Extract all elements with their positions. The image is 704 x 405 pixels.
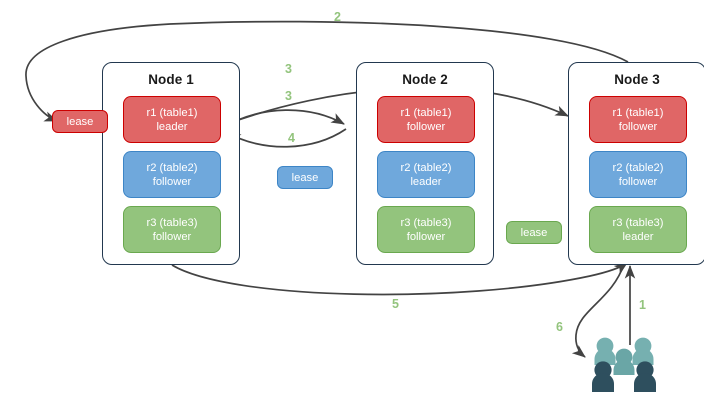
step-label-4: 4 — [288, 131, 295, 145]
lease-badge-table3[interactable]: lease — [506, 221, 562, 244]
users-icon-back-row — [594, 337, 654, 365]
step-label-3a: 3 — [285, 62, 292, 76]
arrow-step-2 — [25, 20, 629, 122]
arrow-step-6 — [571, 263, 625, 358]
step-label-1: 1 — [639, 298, 646, 312]
step-label-2: 2 — [334, 10, 341, 24]
step-label-6: 6 — [556, 320, 563, 334]
node-card-node-1[interactable]: Node 1 r1 (table1) leader r2 (table2) fo… — [102, 62, 240, 265]
step-label-5: 5 — [392, 297, 399, 311]
node-title: Node 2 — [402, 72, 448, 87]
node-title: Node 3 — [614, 72, 660, 87]
node-title: Node 1 — [148, 72, 194, 87]
arrow-step-5 — [171, 262, 628, 296]
step-label-3b: 3 — [285, 89, 292, 103]
users-icon-center-figure — [613, 348, 635, 375]
users-icon-front-row — [592, 361, 656, 392]
node-card-node-2[interactable]: Node 2 r1 (table1) follower r2 (table2) … — [356, 62, 494, 265]
lease-badge-table1[interactable]: lease — [52, 110, 108, 133]
lease-badge-table2[interactable]: lease — [277, 166, 333, 189]
